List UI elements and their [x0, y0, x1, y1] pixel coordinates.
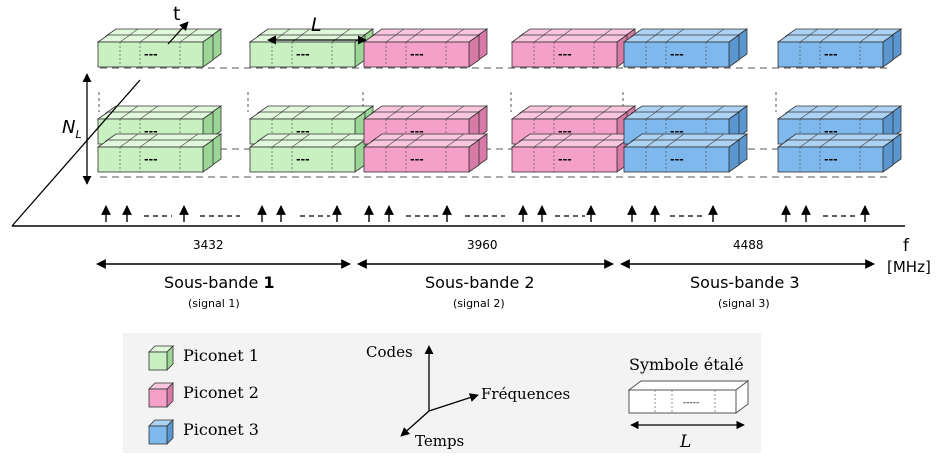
subband-3-signal: (signal 3)	[718, 297, 770, 310]
subband-1-signal: (signal 1)	[188, 297, 240, 310]
frequencies-axis-label: Fréquences	[481, 385, 570, 403]
block-dots: ---	[296, 153, 310, 166]
block-dots: ---	[824, 48, 838, 61]
block-dots: ---	[410, 153, 424, 166]
block-dots: ---	[558, 48, 572, 61]
block-dots: ---	[144, 153, 158, 166]
legend-piconet-3-swatch	[148, 419, 174, 445]
legend-piconet-2-label: Piconet 2	[183, 383, 259, 402]
subband-1-label: Sous-bande 1	[164, 273, 275, 292]
piconet-1-block: ---	[96, 28, 223, 68]
piconet-blocks: ----------------------------------------…	[96, 28, 903, 173]
subband-2-signal: (signal 2)	[453, 297, 505, 310]
block-dots: ---	[296, 48, 310, 61]
frequency-tick-3432: 3432	[193, 238, 224, 252]
frequency-axis-label: f	[903, 236, 910, 256]
piconet-3-block: ---	[622, 133, 749, 173]
frequency-tick-4488: 4488	[733, 238, 764, 252]
diagonal-axis-line	[11, 79, 141, 227]
time-axis-arrow	[167, 21, 189, 45]
piconet-1-block: ---	[248, 133, 375, 173]
block-dots: ---	[144, 48, 158, 61]
frequency-unit-label: [MHz]	[887, 258, 931, 276]
piconet-2-block: ---	[510, 133, 637, 173]
piconet-1-block: ---	[96, 133, 223, 173]
subband-2-label: Sous-bande 2	[425, 273, 535, 292]
piconet-2-block: ---	[510, 28, 637, 68]
block-dots: ---	[670, 153, 684, 166]
piconet-3-block: ---	[776, 28, 903, 68]
frequency-tick-3960: 3960	[467, 238, 498, 252]
symbol-title: Symbole étalé	[629, 355, 744, 374]
symbol-length-label: L	[679, 432, 691, 452]
time-axis-label: t	[173, 3, 180, 25]
frequencies-axis-arrow	[428, 393, 479, 412]
block-dots: ---	[824, 153, 838, 166]
piconet-3-block: ---	[776, 133, 903, 173]
time-axis-legend-label: Temps	[415, 432, 464, 450]
block-dots: ---	[670, 48, 684, 61]
symbol-dots: -----	[683, 398, 699, 408]
piconet-2-block: ---	[362, 28, 489, 68]
legend-piconet-3-label: Piconet 3	[183, 420, 259, 439]
layers-label: NL	[62, 117, 82, 141]
time-axis-legend-arrow	[400, 410, 430, 437]
codes-axis-label: Codes	[366, 343, 413, 361]
block-length-label: L	[311, 14, 322, 36]
subband-3-label: Sous-bande 3	[690, 273, 800, 292]
piconet-3-block: ---	[622, 28, 749, 68]
legend-piconet-1-swatch	[148, 345, 174, 371]
block-dots: ---	[410, 48, 424, 61]
legend-swatches	[148, 345, 174, 445]
legend-piconet-2-swatch	[148, 382, 174, 408]
legend-piconet-1-label: Piconet 1	[183, 346, 259, 365]
block-dots: ---	[558, 153, 572, 166]
symbol-block	[627, 380, 750, 414]
pulse-arrows	[101, 205, 870, 222]
piconet-2-block: ---	[362, 133, 489, 173]
